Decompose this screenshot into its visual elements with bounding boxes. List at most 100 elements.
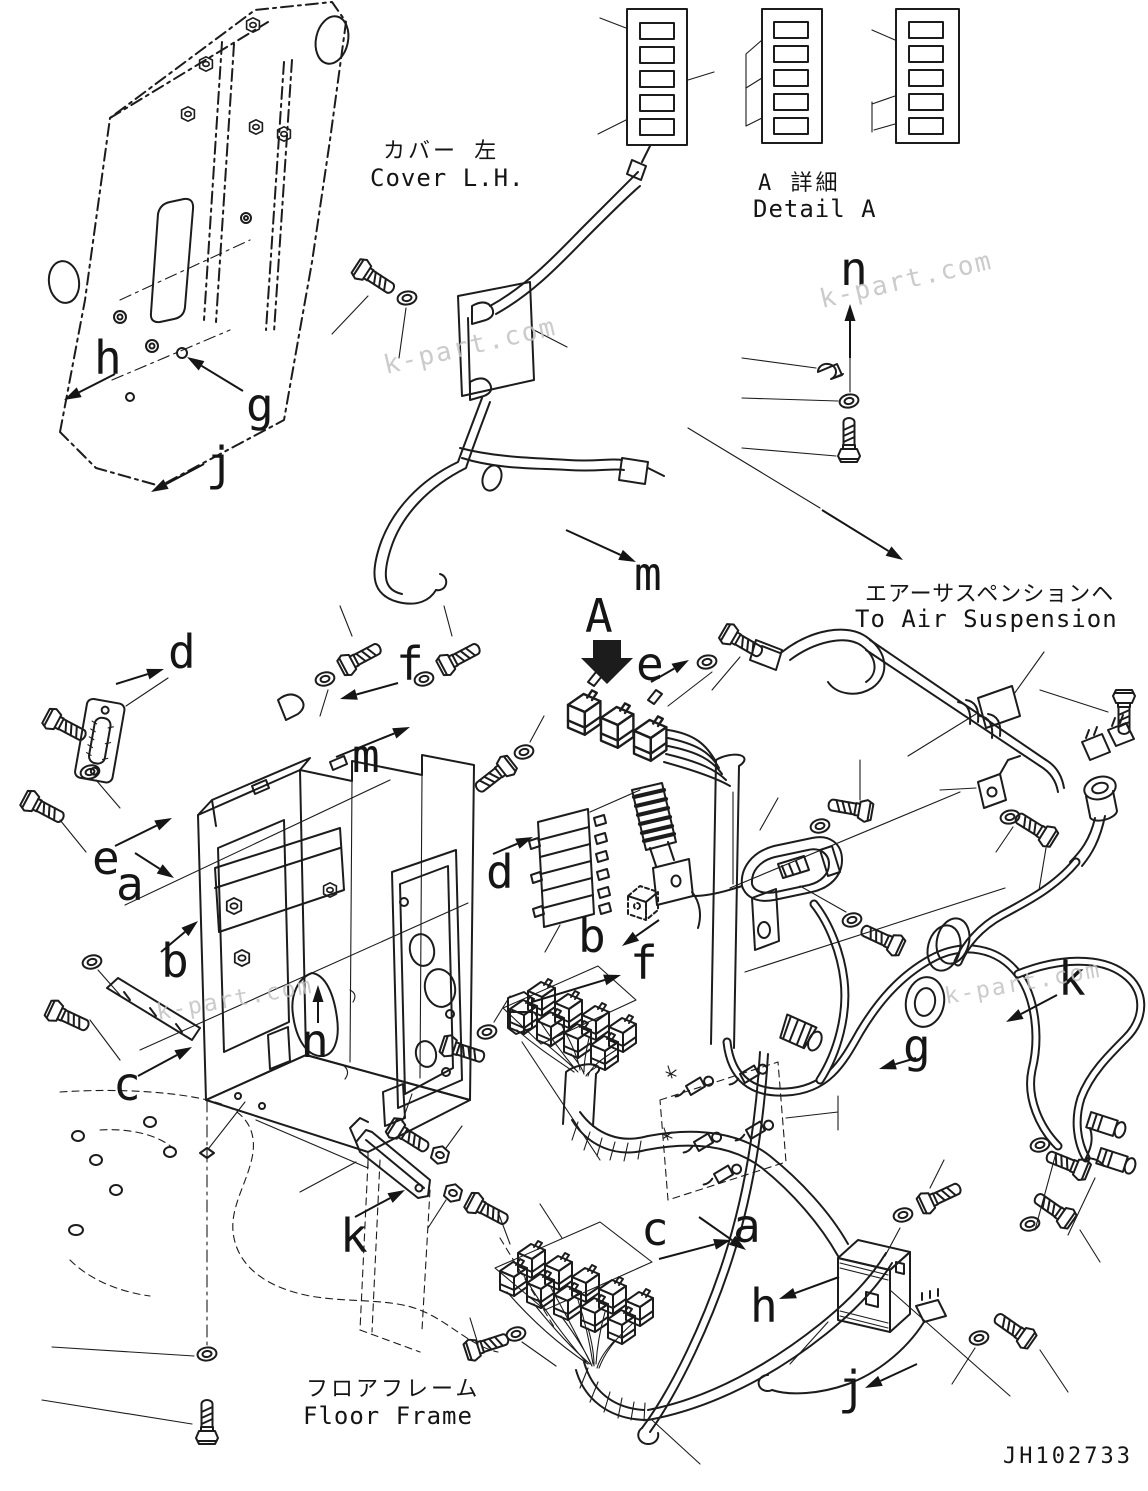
- drawing-number: JH102733: [1003, 1444, 1133, 1469]
- washer-icon: [504, 1324, 528, 1344]
- callout-letter-g-22: g: [903, 1019, 931, 1073]
- callout-arrow-line-25: [821, 509, 890, 552]
- bolt-icon: [914, 1176, 966, 1217]
- air-suspension-wire: [687, 427, 1065, 793]
- relay-icon: [566, 689, 602, 736]
- callout-letter-e-10: e: [92, 831, 120, 885]
- relay-assembly: [566, 620, 768, 1049]
- callout-arrowhead-22: [879, 1058, 897, 1070]
- callout-arrow-line-22: [895, 1057, 917, 1066]
- bolt-icon: [437, 1032, 489, 1070]
- terminal-lug-icon: [699, 1161, 745, 1189]
- callout-arrowhead-14: [312, 985, 324, 1002]
- detail-a-parts: [741, 317, 861, 463]
- washer-icon: [395, 288, 419, 308]
- bolt-icon: [988, 1306, 1040, 1353]
- callout-arrow-line-20: [354, 1197, 391, 1218]
- callout-arrowhead-13: [174, 1047, 192, 1060]
- callout-arrow-line-12: [160, 931, 186, 953]
- washer-icon: [695, 652, 719, 672]
- callout-letter-g-1: g: [246, 378, 274, 432]
- callout-letter-a-11: a: [116, 857, 144, 911]
- callout-letter-m-9: m: [352, 729, 380, 783]
- callout-letter-d-7: d: [168, 625, 196, 679]
- callout-letter-A-5: A: [585, 589, 613, 643]
- callout-letter-b-12: b: [161, 934, 189, 988]
- washer-icon: [1018, 1214, 1042, 1234]
- callout-arrowhead-3: [844, 304, 856, 321]
- floor-frame-label-en: Floor Frame: [303, 1402, 473, 1430]
- terminal-lugs: [659, 1061, 839, 1201]
- cover-label-jp: カバー 左: [383, 139, 499, 164]
- callout-arrowhead-10: [154, 818, 172, 831]
- bolt-icon: [334, 636, 387, 679]
- callout-letter-m-4: m: [634, 547, 662, 601]
- callout-arrowhead-21: [1006, 1009, 1024, 1022]
- callout-arrow-line-1: [201, 364, 244, 392]
- bolt-icon: [469, 752, 520, 799]
- callout-arrow-line-10: [114, 824, 158, 847]
- bolt-icon: [195, 1399, 219, 1445]
- mid-right-fasteners: [939, 755, 1061, 897]
- terminal-lug-icon: [671, 1073, 717, 1101]
- callout-letter-d-15: d: [486, 845, 514, 899]
- bolt-icon: [461, 1326, 513, 1364]
- callout-arrow-line-24: [880, 1363, 918, 1382]
- bolt-icon: [837, 417, 861, 463]
- callout-arrowhead-20: [387, 1190, 405, 1203]
- air-suspension-label-jp: エアーサスペンションヘ: [865, 582, 1114, 607]
- callout-arrow-line-6: [650, 667, 675, 683]
- section-a-arrow: [581, 640, 633, 684]
- cover-panel-outline: [59, 1, 347, 487]
- k-bracket: [299, 1093, 514, 1245]
- washer-icon: [840, 910, 864, 930]
- callout-arrow-line-4: [565, 529, 621, 556]
- line-art: [17, 1, 1146, 1465]
- detail-a-connector-blocks: [597, 8, 960, 146]
- detail-a-label-en: Detail A: [753, 195, 877, 223]
- callout-letter-k-20: k: [340, 1209, 368, 1263]
- text-labels: カバー 左 Cover L.H. A 詳細 Detail A エアーサスペンショ…: [303, 139, 1133, 1469]
- relay-icon: [599, 702, 635, 749]
- relay-cluster-lower: [461, 1203, 1011, 1465]
- callout-letter-c-13: c: [113, 1057, 141, 1111]
- callout-letter-h-23: h: [750, 1279, 778, 1333]
- fuse-stack: [528, 789, 641, 953]
- callout-arrowhead-15: [515, 837, 533, 849]
- relay-cluster-upper: [502, 965, 849, 1257]
- callout-letter-c-18: c: [641, 1202, 669, 1256]
- callout-letter-j-24: j: [838, 1361, 866, 1415]
- callout-arrowhead-23: [779, 1287, 797, 1299]
- washer-icon: [195, 1345, 219, 1363]
- callout-arrow-line-2: [165, 463, 205, 485]
- callout-letter-f-8: f: [396, 637, 424, 691]
- callout-arrow-line-16: [531, 978, 606, 1003]
- callout-arrowhead-24: [865, 1375, 883, 1388]
- callout-arrowhead-1: [187, 357, 205, 371]
- washer-icon: [512, 742, 536, 762]
- callout-arrowhead-0: [64, 387, 82, 400]
- cover-panel-holes: [47, 15, 350, 402]
- callout-letter-b-16: b: [578, 909, 606, 963]
- ghost-cube: [627, 885, 659, 921]
- callout-arrow-line-17: [635, 919, 660, 938]
- callout-letter-k-21: k: [1058, 952, 1086, 1006]
- air-suspension-label-en: To Air Suspension: [855, 605, 1118, 633]
- callout-letter-j-2: j: [206, 437, 234, 491]
- washer-icon: [891, 1205, 915, 1225]
- detail-a-label-jp: A 詳細: [758, 171, 841, 196]
- callout-arrowhead-8: [340, 689, 358, 700]
- callout-arrowhead-18: [713, 1239, 731, 1250]
- callout-arrowhead-11: [156, 864, 174, 878]
- fuse-strip: [627, 782, 701, 929]
- washer-icon: [808, 816, 832, 836]
- callout-arrowhead-17: [622, 931, 640, 946]
- callout-arrow-line-9: [335, 732, 395, 758]
- main-harness: [637, 759, 1146, 1446]
- callout-arrowhead-7: [146, 668, 164, 680]
- callout-arrow-line-13: [137, 1054, 178, 1077]
- callout-arrowhead-16: [603, 974, 621, 986]
